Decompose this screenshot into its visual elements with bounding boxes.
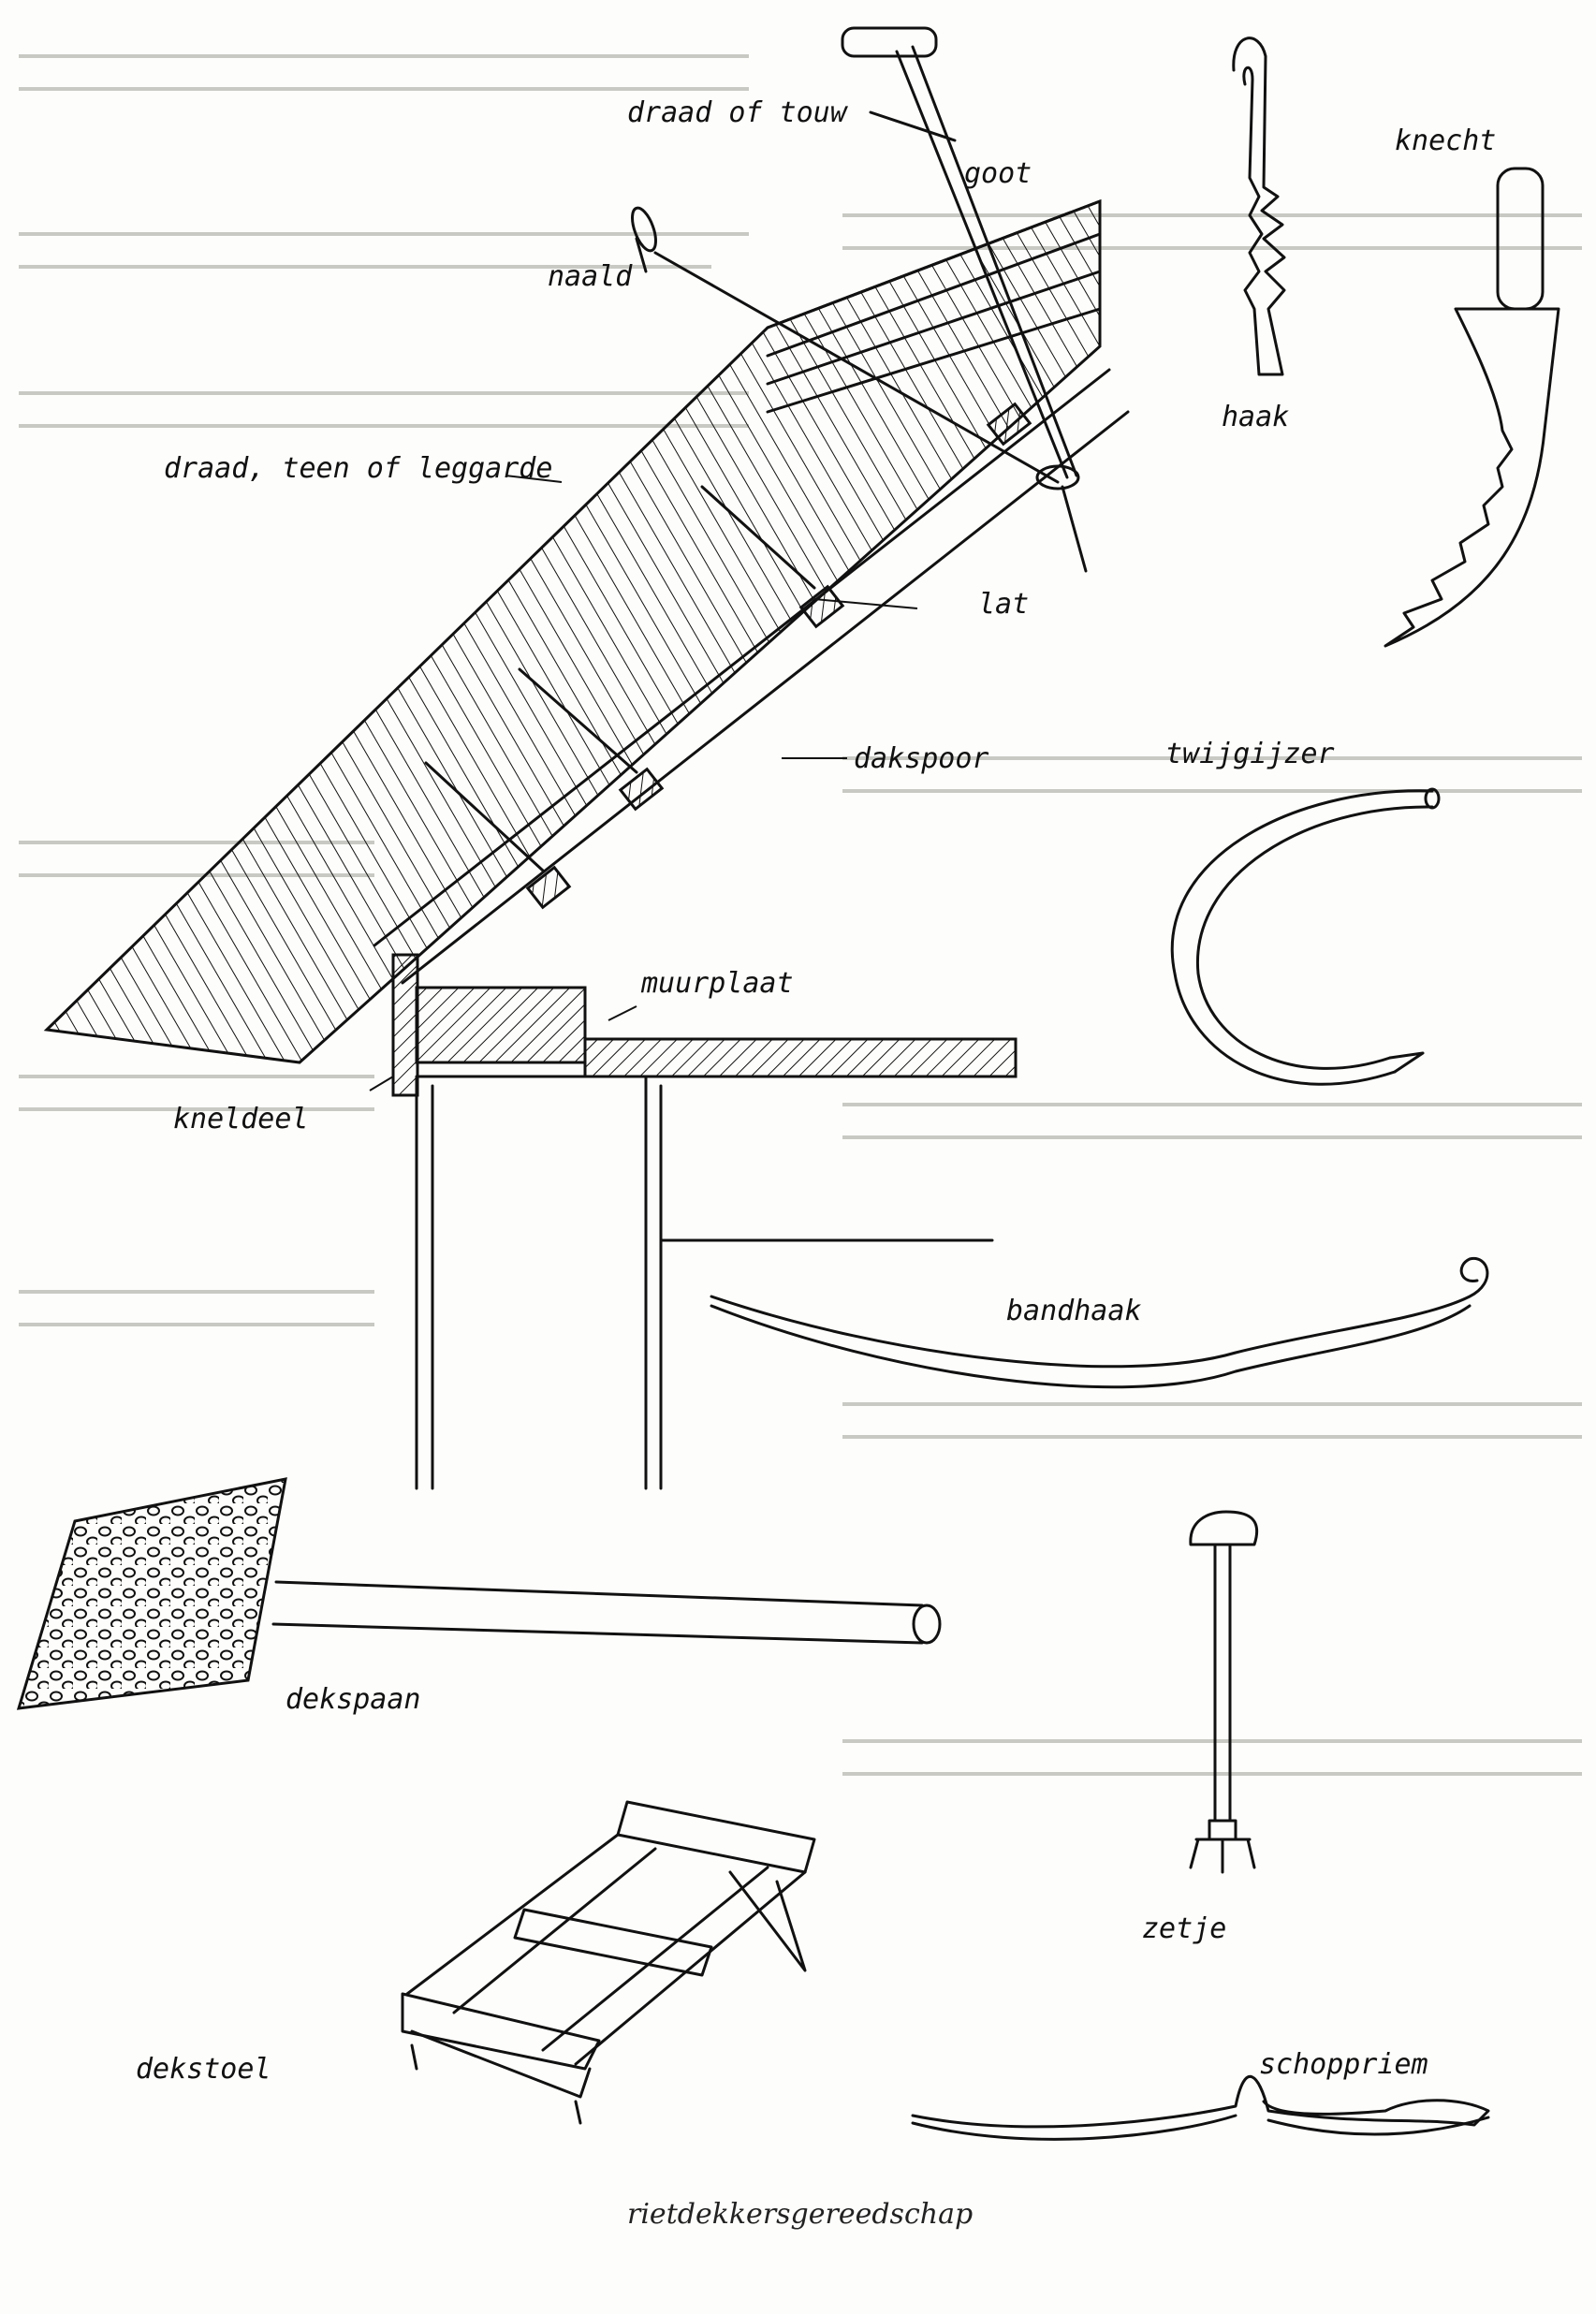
goot-tool — [895, 45, 1078, 479]
label-haak: haak — [1222, 401, 1289, 433]
roof-cross-section — [43, 26, 1130, 1490]
dekspaan-tool — [16, 1477, 942, 1710]
background-text-bleed — [19, 54, 1582, 1776]
batten — [986, 402, 1032, 447]
bandhaak-tool — [710, 1257, 1489, 1389]
binding-wire — [424, 485, 816, 872]
label-bandhaak: bandhaak — [1006, 1295, 1142, 1327]
label-twijgijzer: twijgijzer — [1165, 738, 1335, 770]
label-draad-of-touw: draad of touw — [627, 96, 849, 129]
haak-tool — [1232, 37, 1286, 376]
needle — [635, 237, 1060, 484]
clamp-piece — [391, 953, 419, 1097]
label-draad-teen-leggarde: draad, teen of leggarde — [164, 452, 552, 485]
label-naald: naald — [548, 260, 633, 293]
label-kneldeel: kneldeel — [173, 1103, 309, 1135]
ceiling-beam — [583, 1037, 1018, 1078]
leader-lines — [369, 475, 918, 1091]
batten — [798, 584, 845, 629]
dekstoel-tool — [401, 1800, 816, 2125]
label-goot: goot — [964, 157, 1032, 190]
label-lat: lat — [978, 588, 1029, 621]
label-muurplaat: muurplaat — [640, 967, 794, 1000]
label-zetje: zetje — [1142, 1912, 1226, 1945]
twijgijzer-tool — [1170, 787, 1441, 1086]
rafter — [373, 368, 1130, 985]
label-knecht: knecht — [1395, 124, 1496, 157]
wall — [415, 1075, 994, 1490]
knecht-tool — [1384, 167, 1560, 648]
zetje-tool — [1189, 1510, 1259, 1874]
label-dekstoel: dekstoel — [136, 2053, 271, 2086]
thatch-layer — [43, 198, 1102, 1064]
schoppriem-tool — [911, 2074, 1490, 2141]
label-dakspoor: dakspoor — [854, 742, 989, 775]
label-dekspaan: dekspaan — [286, 1683, 421, 1716]
wall-plate — [415, 986, 587, 1064]
figure-caption: rietdekkersgereedschap — [627, 2198, 973, 2231]
batten — [618, 767, 665, 812]
batten — [525, 865, 572, 910]
label-schoppriem: schoppriem — [1259, 2048, 1428, 2081]
